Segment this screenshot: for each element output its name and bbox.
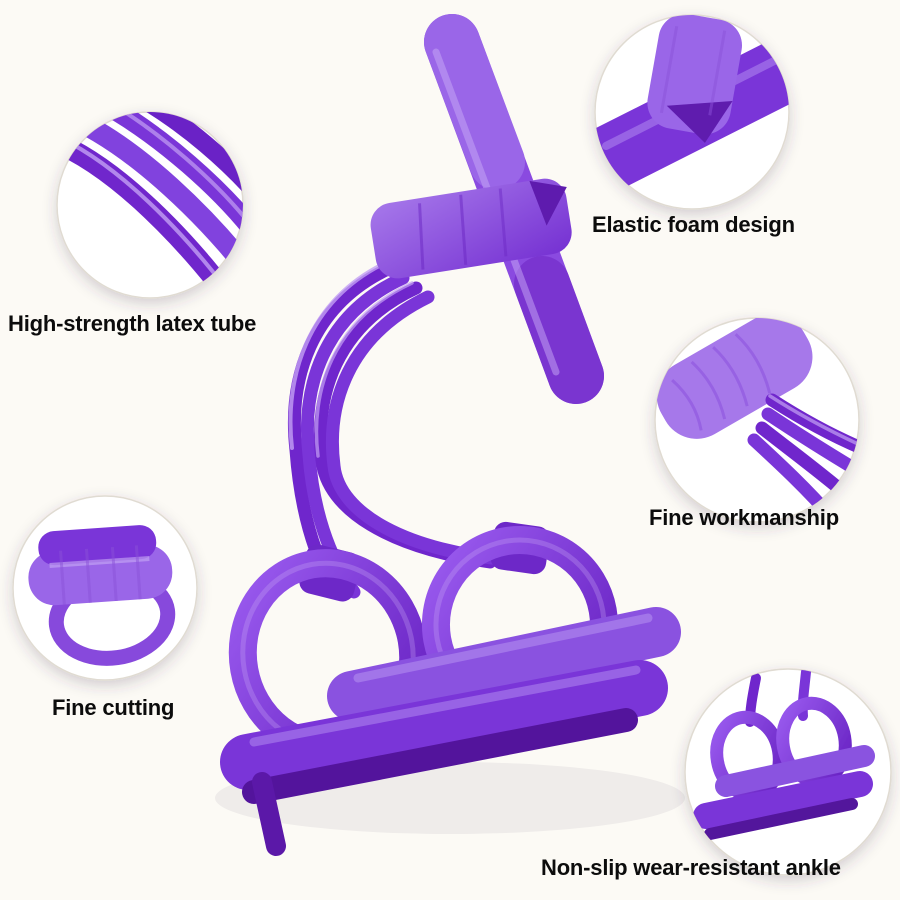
- main-product-photo: [215, 14, 685, 856]
- feature-label-cutting: Fine cutting: [52, 695, 175, 720]
- latex-tubes: [287, 260, 519, 599]
- inset-bubble-latex-tube: [56, 111, 244, 299]
- grip-sleeve: [370, 178, 572, 279]
- cutting-closeup-image: [28, 525, 176, 666]
- pedal-closeup-image: [693, 669, 875, 840]
- inset-bubble-workmanship: [654, 317, 860, 523]
- feature-label-foam-design: Elastic foam design: [592, 212, 795, 237]
- foot-pedals: [220, 521, 681, 856]
- foam-handle-closeup-image: [595, 15, 789, 197]
- inset-bubble-cutting: [12, 495, 198, 681]
- feature-label-latex-tube: High-strength latex tube: [8, 311, 257, 336]
- feature-label-ankle: Non-slip wear-resistant ankle: [541, 855, 841, 880]
- inset-bubble-ankle-pedal: [684, 668, 892, 876]
- inset-bubble-foam-design: [594, 14, 790, 210]
- feature-label-workmanship: Fine workmanship: [649, 505, 839, 530]
